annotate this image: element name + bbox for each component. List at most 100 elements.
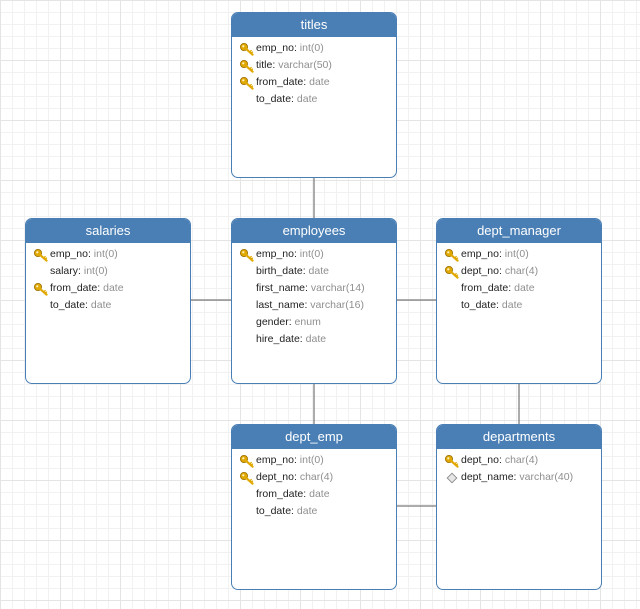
primary-key-icon bbox=[238, 452, 256, 469]
table-title[interactable]: salaries bbox=[26, 219, 190, 243]
field-row[interactable]: to_date: date bbox=[232, 91, 396, 108]
blank-icon-slot bbox=[238, 280, 256, 297]
field-separator: : bbox=[304, 299, 311, 311]
field-row[interactable]: emp_no: int(0) bbox=[232, 246, 396, 263]
blank-icon-slot bbox=[32, 263, 50, 280]
field-name: last_name bbox=[256, 299, 305, 311]
field-type: date bbox=[514, 282, 535, 294]
primary-key-icon bbox=[238, 469, 256, 486]
field-type: date bbox=[501, 299, 523, 311]
field-type: int(0) bbox=[93, 248, 118, 260]
field-type: varchar(14) bbox=[310, 282, 365, 294]
primary-key-icon bbox=[443, 246, 461, 263]
field-name: to_date bbox=[256, 505, 292, 517]
field-type: date bbox=[90, 299, 112, 311]
field-separator: : bbox=[97, 282, 104, 294]
field-name: emp_no bbox=[256, 454, 294, 466]
field-row[interactable]: title: varchar(50) bbox=[232, 57, 396, 74]
field-type: enum bbox=[294, 316, 321, 328]
primary-key-icon bbox=[238, 57, 256, 74]
blank-icon-slot bbox=[443, 280, 461, 297]
field-row[interactable]: to_date: date bbox=[232, 503, 396, 520]
field-row[interactable]: first_name: varchar(14) bbox=[232, 280, 396, 297]
blank-icon-slot bbox=[238, 314, 256, 331]
field-separator: : bbox=[513, 471, 520, 483]
field-row[interactable]: emp_no: int(0) bbox=[232, 452, 396, 469]
field-name: gender bbox=[256, 316, 289, 328]
field-row[interactable]: from_date: date bbox=[26, 280, 190, 297]
field-separator: : bbox=[291, 505, 297, 517]
table-titles[interactable]: titles emp_no: int(0)title: varchar(50)fr… bbox=[231, 12, 397, 178]
blank-icon-slot bbox=[238, 263, 256, 280]
field-name: from_date bbox=[461, 282, 509, 294]
field-name: dept_no bbox=[256, 471, 294, 483]
field-row[interactable]: emp_no: int(0) bbox=[437, 246, 601, 263]
table-title[interactable]: employees bbox=[232, 219, 396, 243]
field-row[interactable]: from_date: date bbox=[232, 486, 396, 503]
field-list: dept_no: char(4)dept_name: varchar(40) bbox=[437, 449, 601, 486]
field-row[interactable]: dept_no: char(4) bbox=[437, 452, 601, 469]
field-separator: : bbox=[498, 248, 505, 260]
table-title[interactable]: dept_emp bbox=[232, 425, 396, 449]
field-row[interactable]: emp_no: int(0) bbox=[232, 40, 396, 57]
field-row[interactable]: salary: int(0) bbox=[26, 263, 190, 280]
field-type: date bbox=[296, 93, 318, 105]
field-name: birth_date bbox=[256, 265, 303, 277]
table-title[interactable]: dept_manager bbox=[437, 219, 601, 243]
field-separator: : bbox=[87, 248, 94, 260]
field-separator: : bbox=[288, 316, 295, 328]
field-list: emp_no: int(0)dept_no: char(4)from_date:… bbox=[437, 243, 601, 314]
field-row[interactable]: emp_no: int(0) bbox=[26, 246, 190, 263]
field-type: date bbox=[309, 488, 330, 500]
field-separator: : bbox=[299, 333, 306, 345]
field-row[interactable]: from_date: date bbox=[232, 74, 396, 91]
primary-key-icon bbox=[238, 246, 256, 263]
field-name: to_date bbox=[50, 299, 86, 311]
field-type: int(0) bbox=[83, 265, 108, 277]
field-separator: : bbox=[302, 265, 309, 277]
field-row[interactable]: hire_date: date bbox=[232, 331, 396, 348]
field-name: hire_date bbox=[256, 333, 300, 345]
field-separator: : bbox=[85, 299, 91, 311]
field-row[interactable]: birth_date: date bbox=[232, 263, 396, 280]
field-type: date bbox=[308, 265, 329, 277]
field-list: emp_no: int(0)salary: int(0)from_date: d… bbox=[26, 243, 190, 314]
table-title[interactable]: departments bbox=[437, 425, 601, 449]
field-row[interactable]: to_date: date bbox=[437, 297, 601, 314]
field-separator: : bbox=[293, 471, 300, 483]
primary-key-icon bbox=[443, 263, 461, 280]
primary-key-icon bbox=[443, 452, 461, 469]
field-name: from_date bbox=[256, 488, 304, 500]
field-row[interactable]: to_date: date bbox=[26, 297, 190, 314]
field-name: emp_no bbox=[461, 248, 499, 260]
field-name: to_date bbox=[256, 93, 292, 105]
field-separator: : bbox=[293, 248, 300, 260]
field-type: int(0) bbox=[504, 248, 529, 260]
field-row[interactable]: gender: enum bbox=[232, 314, 396, 331]
field-type: date bbox=[103, 282, 124, 294]
field-separator: : bbox=[498, 265, 505, 277]
field-type: int(0) bbox=[299, 42, 324, 54]
field-row[interactable]: from_date: date bbox=[437, 280, 601, 297]
field-row[interactable]: last_name: varchar(16) bbox=[232, 297, 396, 314]
table-title[interactable]: titles bbox=[232, 13, 396, 37]
field-row[interactable]: dept_name: varchar(40) bbox=[437, 469, 601, 486]
field-type: int(0) bbox=[299, 248, 324, 260]
field-name: salary bbox=[50, 265, 79, 277]
blank-icon-slot bbox=[238, 331, 256, 348]
field-name: to_date bbox=[461, 299, 497, 311]
field-row[interactable]: dept_no: char(4) bbox=[437, 263, 601, 280]
field-name: dept_no bbox=[461, 454, 499, 466]
field-type: varchar(50) bbox=[278, 59, 332, 71]
field-name: dept_name bbox=[461, 471, 514, 483]
field-separator: : bbox=[293, 454, 300, 466]
field-name: emp_no bbox=[256, 248, 294, 260]
field-type: char(4) bbox=[504, 454, 539, 466]
field-row[interactable]: dept_no: char(4) bbox=[232, 469, 396, 486]
